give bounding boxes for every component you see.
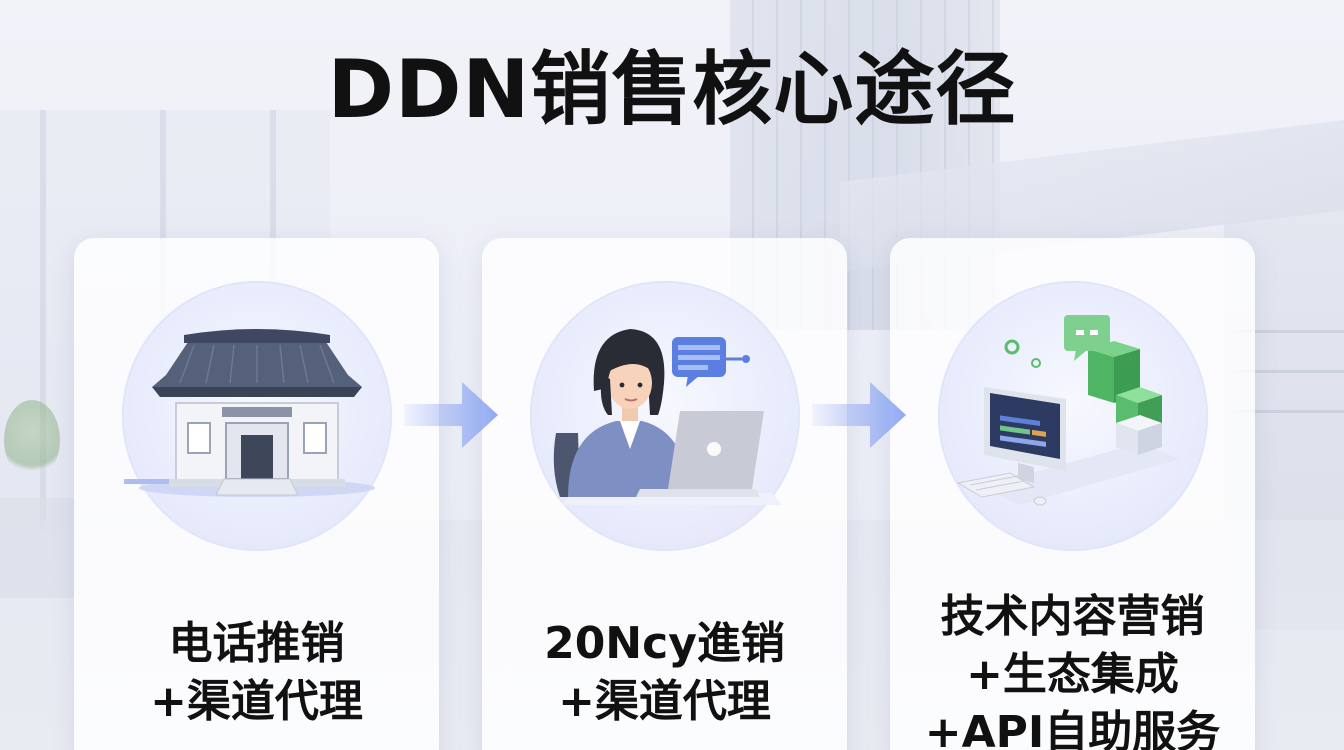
label-line: +生态集成 <box>966 649 1179 700</box>
label-line: 技术内容营销 <box>940 591 1205 642</box>
window-mullion <box>40 110 46 530</box>
plant <box>4 400 60 480</box>
page-title: DDN销售核心途径 <box>327 43 1017 136</box>
shelf-line <box>1234 370 1344 373</box>
illustration-circle <box>123 283 390 549</box>
channel-label: 电话推销 +渠道代理 <box>74 615 439 731</box>
shelf-line <box>1234 330 1344 333</box>
bank-building-icon <box>123 329 375 497</box>
shelf-line <box>1234 410 1344 413</box>
arrow-right-icon <box>404 382 498 448</box>
illustration-circle <box>531 283 798 549</box>
channel-card-online: 20Ncy進销 +渠道代理 <box>482 238 847 750</box>
channel-label: 技术内容营销 +生态集成 +API自助服务 <box>890 588 1255 750</box>
computer-ecosystem-icon <box>956 315 1180 506</box>
label-line: +API自助服务 <box>924 707 1221 750</box>
label-line: +渠道代理 <box>558 676 771 727</box>
desk <box>0 498 75 598</box>
channel-card-tech: 技术内容营销 +生态集成 +API自助服务 <box>890 238 1255 750</box>
woman-laptop-chat-icon <box>553 329 782 505</box>
arrow-right-icon <box>812 382 906 448</box>
label-line: 20Ncy進销 <box>544 618 785 669</box>
label-line: +渠道代理 <box>150 676 363 727</box>
channel-card-phone: 电话推销 +渠道代理 <box>74 238 439 750</box>
label-line: 电话推销 <box>168 618 345 669</box>
illustration-circle <box>939 283 1206 549</box>
channel-label: 20Ncy進销 +渠道代理 <box>482 615 847 731</box>
